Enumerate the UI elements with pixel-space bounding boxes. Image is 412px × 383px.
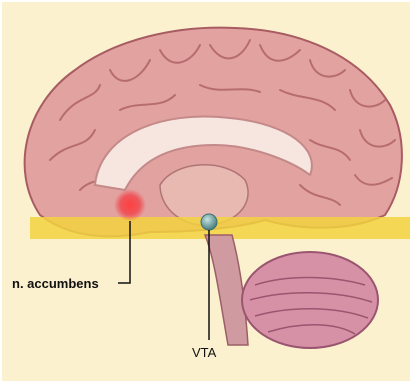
- cerebellum: [242, 252, 378, 348]
- vta-marker: [201, 214, 217, 230]
- vta-label: VTA: [192, 345, 216, 360]
- nucleus-accumbens-marker: [114, 189, 146, 221]
- nucleus-accumbens-label: n. accumbens: [12, 276, 99, 291]
